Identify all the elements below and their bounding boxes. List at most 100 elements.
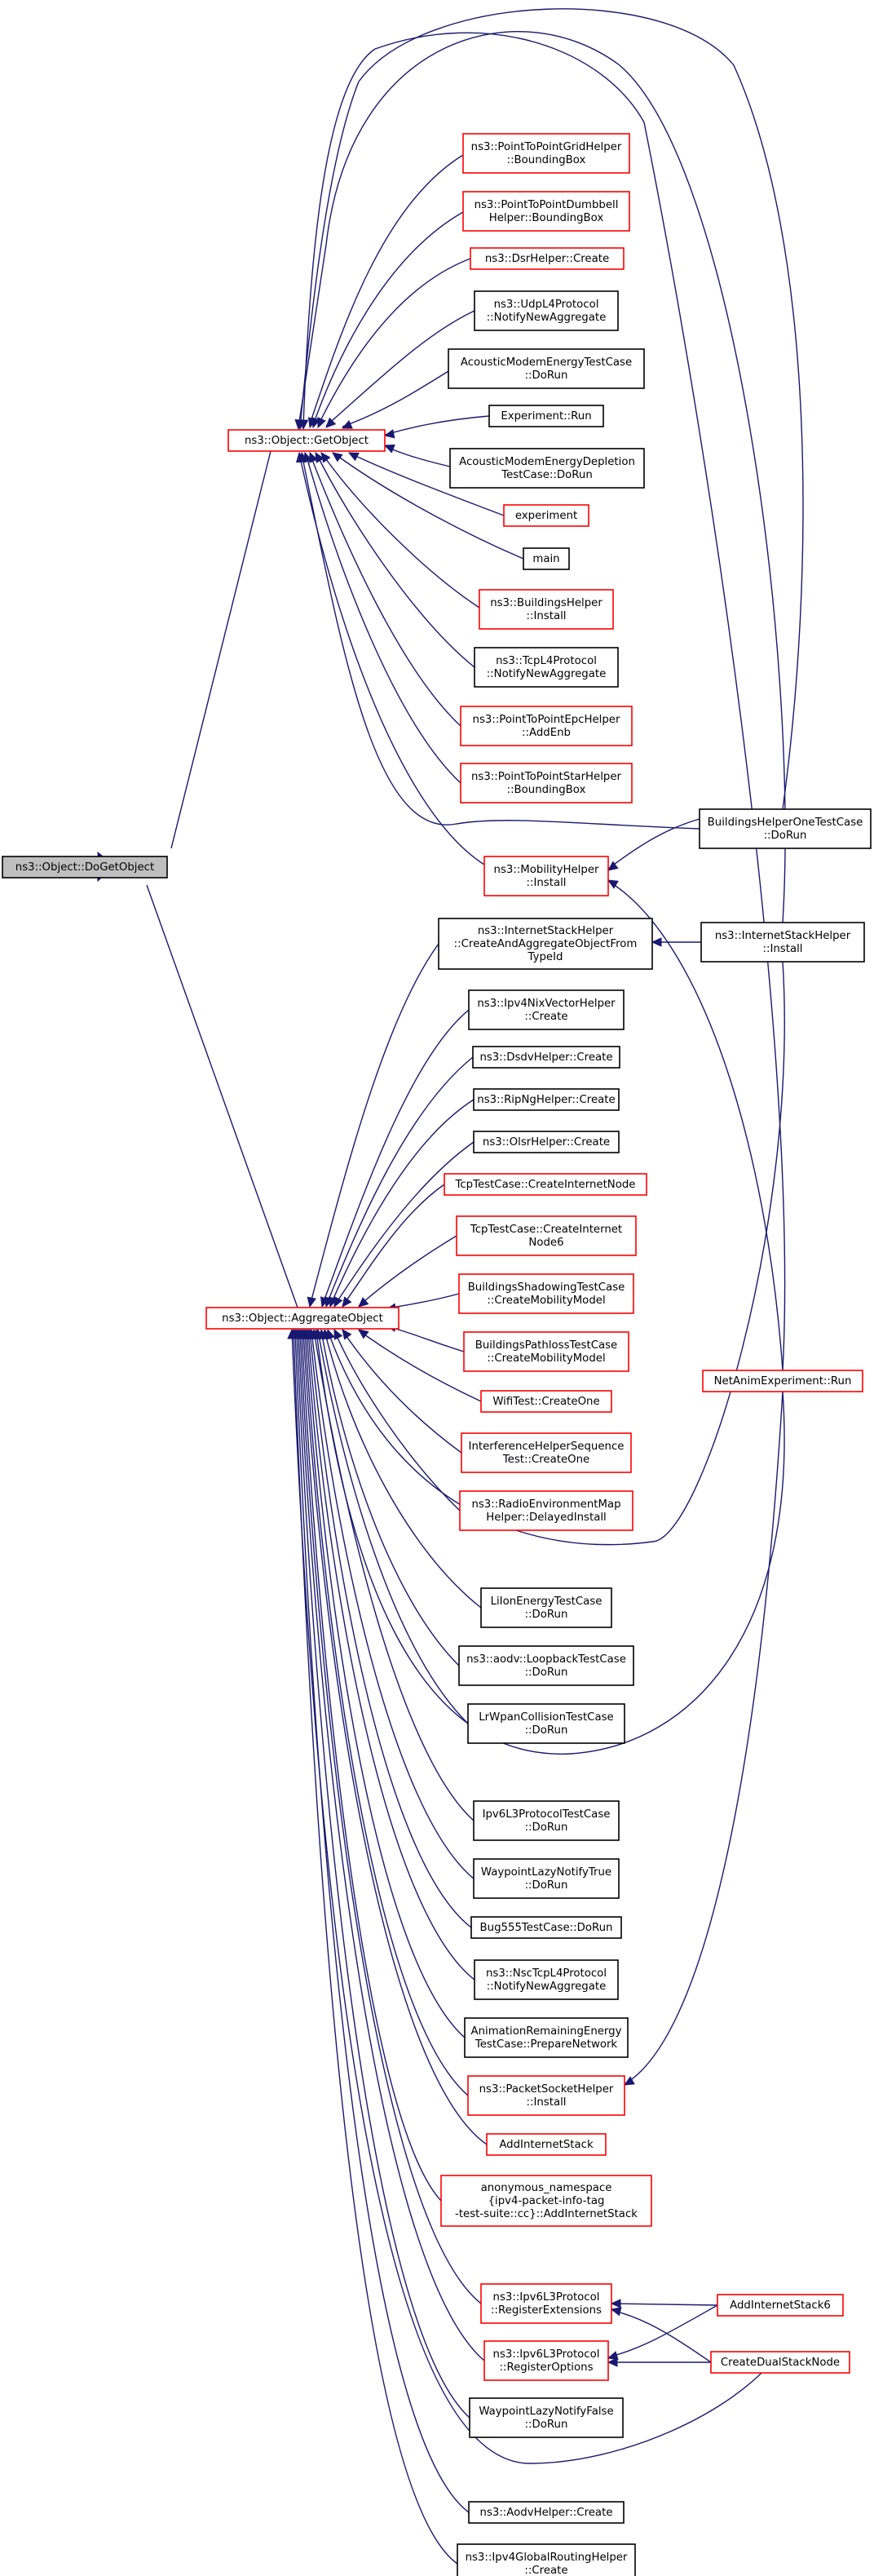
node-experimentrun[interactable]: Experiment::Run bbox=[488, 405, 604, 427]
node-packetsocket[interactable]: ns3::PacketSocketHelper::Install bbox=[467, 2075, 625, 2116]
node-label: ::BoundingBox bbox=[507, 154, 586, 166]
node-label: ::RegisterOptions bbox=[499, 2361, 593, 2374]
node-box bbox=[469, 2397, 624, 2438]
node-wifitest[interactable]: WifiTest::CreateOne bbox=[480, 1390, 612, 1413]
node-mobilityhelper[interactable]: ns3::MobilityHelper::Install bbox=[483, 856, 609, 896]
node-label: Test::CreateOne bbox=[502, 1454, 589, 1466]
call-edge bbox=[358, 1235, 457, 1307]
node-acousticmodem[interactable]: AcousticModemEnergyTestCase::DoRun bbox=[448, 348, 645, 389]
node-label: ns3::Object::DoGetObject bbox=[15, 861, 154, 874]
node-box bbox=[461, 1432, 632, 1473]
node-getobject[interactable]: ns3::Object::GetObject bbox=[227, 429, 386, 452]
call-edge bbox=[299, 8, 804, 810]
node-label: ns3::PointToPointStarHelper bbox=[471, 771, 622, 783]
node-box bbox=[458, 1645, 634, 1686]
node-main[interactable]: main bbox=[523, 547, 570, 570]
arrowhead bbox=[317, 417, 326, 429]
node-ripnghelper[interactable]: ns3::RipNgHelper::Create bbox=[473, 1088, 620, 1111]
node-label: ns3::PacketSocketHelper bbox=[479, 2083, 614, 2096]
node-internetstackcreate[interactable]: ns3::InternetStackHelper::CreateAndAggre… bbox=[438, 918, 653, 970]
node-label: {ipv4-packet-info-tag bbox=[488, 2195, 605, 2207]
node-label: -test-suite::cc}::AddInternetStack bbox=[455, 2208, 638, 2220]
node-label: Helper::DelayedInstall bbox=[486, 1512, 606, 1524]
call-edge bbox=[291, 1330, 781, 2464]
node-ipv6regopt[interactable]: ns3::Ipv6L3Protocol::RegisterOptions bbox=[483, 2340, 609, 2381]
node-box bbox=[523, 547, 570, 570]
node-label: ::DoRun bbox=[764, 830, 807, 842]
call-edge bbox=[607, 818, 700, 870]
call-edge bbox=[298, 1330, 485, 2361]
call-edge bbox=[316, 453, 475, 668]
node-aodvhelper[interactable]: ns3::AodvHelper::Create bbox=[468, 2501, 625, 2524]
node-ipv4globalrouting[interactable]: ns3::Ipv4GlobalRoutingHelper::Create bbox=[457, 2543, 636, 2576]
arrowhead bbox=[296, 451, 306, 463]
node-label: main bbox=[532, 553, 559, 565]
node-netanim[interactable]: NetAnimExperiment::Run bbox=[702, 1370, 863, 1392]
node-ipv6l3test[interactable]: Ipv6L3ProtocolTestCase::DoRun bbox=[473, 1800, 620, 1841]
node-createdualstack[interactable]: CreateDualStackNode bbox=[710, 2351, 850, 2374]
node-anonymous[interactable]: anonymous_namespace{ipv4-packet-info-tag… bbox=[440, 2175, 652, 2227]
node-nsctcpl4[interactable]: ns3::NscTcpL4Protocol::NotifyNewAggregat… bbox=[474, 1959, 619, 2000]
node-addinternetstack6[interactable]: AddInternetStack6 bbox=[717, 2294, 844, 2317]
node-buildingshelper[interactable]: ns3::BuildingsHelper::Install bbox=[479, 589, 614, 630]
call-edge bbox=[304, 1330, 469, 2096]
node-box bbox=[468, 2501, 625, 2524]
arrowhead bbox=[315, 451, 324, 463]
call-edge bbox=[170, 450, 271, 849]
node-aodvloopback[interactable]: ns3::aodv::LoopbackTestCase::DoRun bbox=[458, 1645, 634, 1686]
node-radioenvmap[interactable]: ns3::RadioEnvironmentMapHelper::DelayedI… bbox=[459, 1490, 633, 1531]
arrowhead bbox=[607, 879, 619, 889]
node-buildingsonetest[interactable]: BuildingsHelperOneTestCase::DoRun bbox=[699, 808, 872, 849]
node-label: Bug555TestCase::DoRun bbox=[480, 1922, 613, 1934]
node-box bbox=[463, 1331, 629, 1372]
node-label: BuildingsShadowingTestCase bbox=[468, 1281, 625, 1294]
node-bug555[interactable]: Bug555TestCase::DoRun bbox=[470, 1916, 622, 1939]
node-label: ::Create bbox=[524, 2565, 567, 2576]
node-dsdvhelper[interactable]: ns3::DsdvHelper::Create bbox=[472, 1046, 620, 1069]
node-box bbox=[467, 1703, 625, 1744]
node-p2pstar[interactable]: ns3::PointToPointStarHelper::BoundingBox bbox=[460, 763, 633, 803]
call-edge bbox=[329, 1099, 475, 1307]
node-label: AddInternetStack6 bbox=[730, 2299, 831, 2312]
call-edge bbox=[358, 1330, 482, 1402]
node-label: Experiment::Run bbox=[501, 410, 591, 423]
arrowhead bbox=[347, 452, 360, 462]
node-tcpl4[interactable]: ns3::TcpL4Protocol::NotifyNewAggregate bbox=[474, 647, 619, 688]
node-olsrhelper[interactable]: ns3::OlsrHelper::Create bbox=[473, 1131, 620, 1153]
node-interference[interactable]: InterferenceHelperSequenceTest::CreateOn… bbox=[461, 1432, 632, 1473]
call-edge bbox=[311, 1330, 475, 1879]
node-ipv6regext[interactable]: ns3::Ipv6L3Protocol::RegisterExtensions bbox=[480, 2283, 612, 2324]
node-tcpcreateinternet[interactable]: TcpTestCase::CreateInternetNode bbox=[444, 1173, 647, 1196]
node-box bbox=[458, 1273, 634, 1314]
node-label: WaypointLazyNotifyTrue bbox=[481, 1866, 611, 1879]
node-label: BuildingsHelperOneTestCase bbox=[708, 817, 863, 829]
node-label: ::DoRun bbox=[525, 370, 568, 382]
node-buildingspathloss[interactable]: BuildingsPathlossTestCase::CreateMobilit… bbox=[463, 1331, 629, 1372]
call-edge bbox=[342, 1184, 445, 1307]
node-internetstackinstall[interactable]: ns3::InternetStackHelper::Install bbox=[700, 922, 865, 963]
node-box bbox=[438, 918, 653, 970]
node-addinternetstack[interactable]: AddInternetStack bbox=[486, 2133, 607, 2156]
node-aggregateobject[interactable]: ns3::Object::AggregateObject bbox=[205, 1307, 399, 1330]
call-edge bbox=[611, 2303, 718, 2306]
node-experiment[interactable]: experiment bbox=[503, 504, 589, 527]
node-p2pgrid[interactable]: ns3::PointToPointGridHelper::BoundingBox bbox=[462, 133, 630, 174]
node-waypointfalse[interactable]: WaypointLazyNotifyFalse::DoRun bbox=[469, 2397, 624, 2438]
node-udpl4[interactable]: ns3::UdpL4Protocol::NotifyNewAggregate bbox=[474, 290, 619, 331]
node-box bbox=[486, 2133, 607, 2156]
node-buildingsshadowing[interactable]: BuildingsShadowingTestCase::CreateMobili… bbox=[458, 1273, 634, 1314]
node-label: ns3::PointToPointDumbbell bbox=[475, 199, 619, 211]
node-p2pdumbbell[interactable]: ns3::PointToPointDumbbellHelper::Boundin… bbox=[462, 191, 630, 232]
node-animremaining[interactable]: AnimationRemainingEnergyTestCase::Prepar… bbox=[464, 2017, 629, 2058]
node-dogetobject[interactable]: ns3::Object::DoGetObject bbox=[2, 856, 168, 879]
node-box bbox=[480, 1390, 612, 1413]
call-edge bbox=[342, 370, 449, 427]
node-dsrhelper[interactable]: ns3::DsrHelper::Create bbox=[470, 247, 625, 270]
node-waypointtrue[interactable]: WaypointLazyNotifyTrue::DoRun bbox=[473, 1858, 620, 1899]
node-acousticdepletion[interactable]: AcousticModemEnergyDepletionTestCase::Do… bbox=[449, 448, 645, 489]
node-lrwpan[interactable]: LrWpanCollisionTestCase::DoRun bbox=[467, 1703, 625, 1744]
node-liionenergy[interactable]: LiIonEnergyTestCase::DoRun bbox=[480, 1587, 612, 1628]
node-ipv4nix[interactable]: ns3::Ipv4NixVectorHelper::Create bbox=[468, 989, 625, 1030]
node-p2pepc[interactable]: ns3::PointToPointEpcHelper::AddEnb bbox=[460, 706, 633, 746]
